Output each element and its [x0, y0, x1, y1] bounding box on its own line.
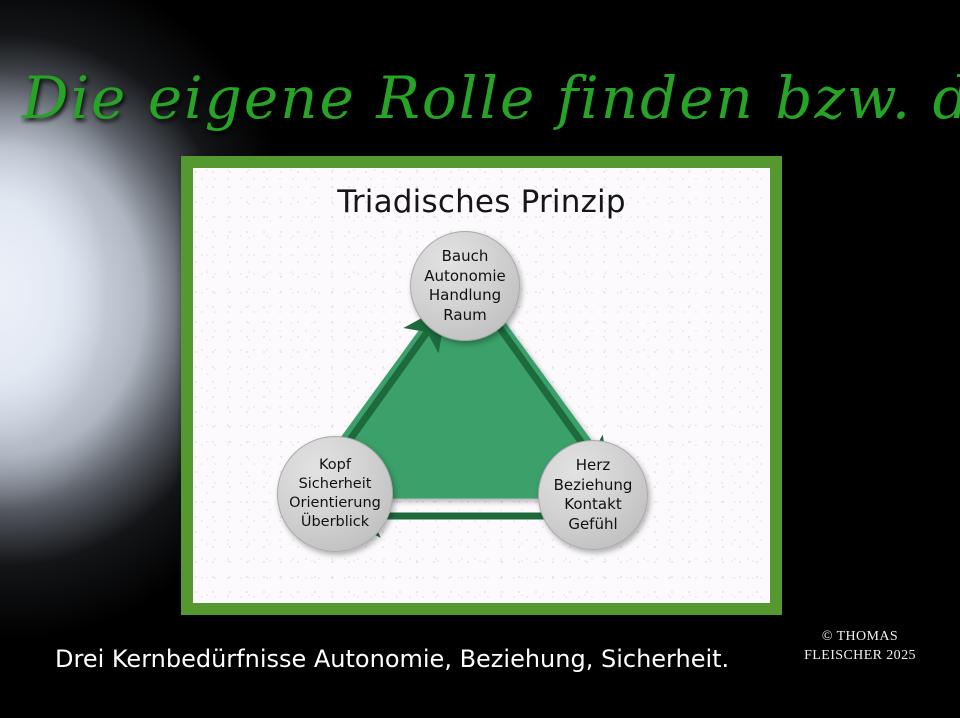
node-bauch-line-4: Raum [443, 305, 487, 324]
diagram-title: Triadisches Prinzip [337, 184, 626, 220]
node-herz-line-2: Beziehung [553, 475, 633, 494]
node-kopf-line-3: Orientierung [289, 495, 381, 511]
node-bauch-line-1: Bauch [441, 247, 489, 265]
slide-title: Die eigene Rolle finden bzw. definieren… [22, 64, 960, 132]
node-bauch-line-2: Autonomie [424, 266, 506, 285]
copyright-line-2: FLEISCHER 2025 [804, 647, 916, 663]
copyright-notice: © THOMAS FLEISCHER 2025 [780, 628, 940, 666]
node-kopf-line-2: Sicherheit [298, 476, 372, 493]
node-herz-line-1: Herz [575, 456, 611, 474]
node-herz: Herz Beziehung Kontakt Gefühl [538, 440, 648, 550]
node-herz-line-4: Gefühl [568, 514, 618, 533]
node-kopf-line-4: Überblick [300, 513, 370, 530]
diagram-panel: Triadisches Prinzip Bauch [193, 168, 770, 603]
node-bauch-line-3: Handlung [428, 286, 502, 304]
node-bauch: Bauch Autonomie Handlung Raum [410, 231, 520, 341]
node-kopf-line-1: Kopf [319, 457, 351, 474]
node-kopf: Kopf Sicherheit Orientierung Überblick [277, 436, 393, 552]
node-herz-line-3: Kontakt [564, 495, 622, 513]
slide-caption: Drei Kernbedürfnisse Autonomie, Beziehun… [55, 645, 730, 673]
copyright-line-1: © THOMAS [821, 629, 899, 644]
picture-frame: Triadisches Prinzip Bauch [181, 156, 782, 615]
triangle-shape [296, 267, 634, 499]
